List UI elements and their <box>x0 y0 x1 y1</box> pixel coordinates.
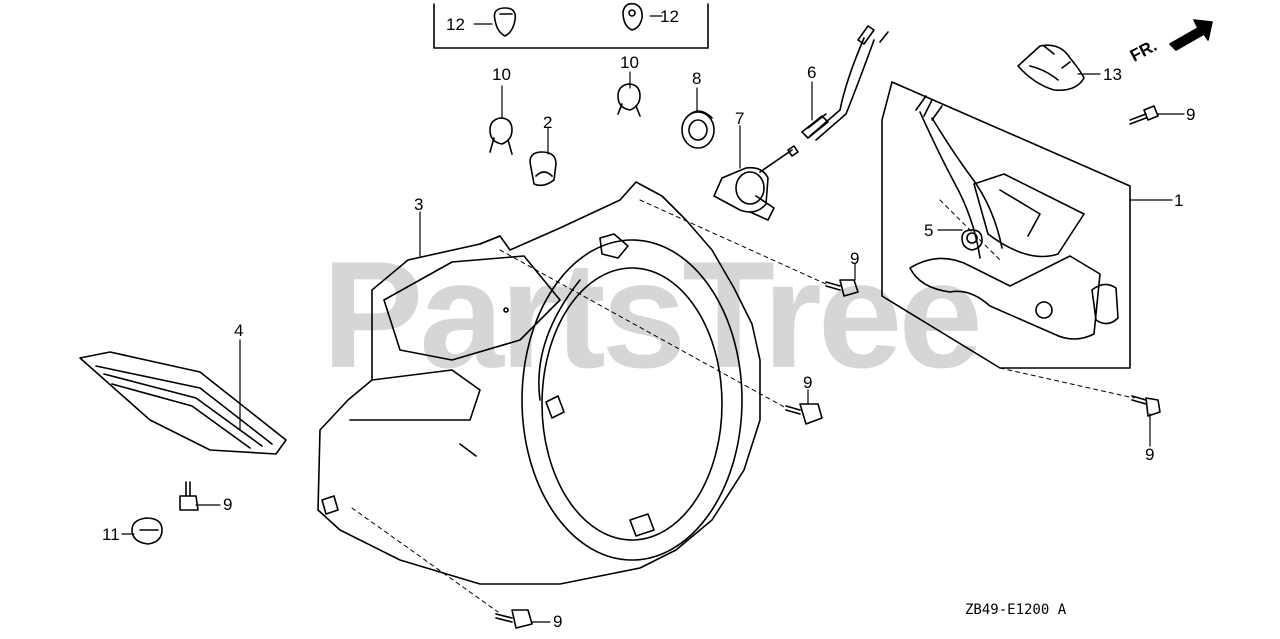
callout-9-shroud-middle: 9 <box>803 373 812 392</box>
callout-10-right: 10 <box>620 53 639 72</box>
callout-9-shroud-top: 9 <box>850 249 859 268</box>
callout-9-bottom: 9 <box>553 612 562 631</box>
callout-3: 3 <box>414 195 423 214</box>
bolt-9-left <box>179 481 199 511</box>
callout-labels: 12 12 10 10 2 8 7 6 13 9 1 3 5 9 4 9 9 9… <box>102 7 1195 631</box>
bolt-9-shroud-top <box>825 279 859 297</box>
grommet-8 <box>681 110 715 149</box>
bolt-9-bottom <box>495 609 533 629</box>
clamp-2 <box>529 151 557 187</box>
callout-1: 1 <box>1174 191 1183 210</box>
callout-7: 7 <box>735 109 744 128</box>
callout-9-top-right: 9 <box>1186 105 1195 124</box>
switch-7 <box>713 145 799 221</box>
bolt-9-top-right <box>1129 105 1159 125</box>
air-guide-4 <box>79 351 287 455</box>
direction-label: FR. <box>1127 36 1160 66</box>
clip-12-left <box>493 7 517 37</box>
callout-10-left: 10 <box>492 65 511 84</box>
callout-12-left: 12 <box>446 15 465 34</box>
callout-5: 5 <box>924 221 933 240</box>
callout-6: 6 <box>807 63 816 82</box>
callout-4: 4 <box>234 321 243 340</box>
clip-10-left <box>489 117 513 155</box>
clip-10-right <box>617 83 641 117</box>
clip-12-right <box>622 2 643 31</box>
callout-8: 8 <box>692 69 701 88</box>
bolt-9-shroud-middle <box>785 403 823 425</box>
bolt-9-right-lower <box>1131 395 1161 417</box>
watermark-text: PartsTree <box>322 230 983 400</box>
callout-2: 2 <box>543 113 552 132</box>
callout-12-right: 12 <box>660 7 679 26</box>
front-direction-arrow <box>1169 19 1213 51</box>
callout-13: 13 <box>1103 65 1122 84</box>
control-assembly-box-1 <box>881 81 1131 369</box>
diagram-code: ZB49-E1200 A <box>965 602 1067 618</box>
wire-harness-6 <box>801 25 889 141</box>
leader-lines <box>121 15 1185 623</box>
callout-9-left: 9 <box>223 495 232 514</box>
fan-shroud-3 <box>317 181 761 585</box>
clip-13 <box>1017 44 1085 92</box>
clamp-11 <box>131 517 163 545</box>
guide-lines <box>351 199 1135 613</box>
assembly-bracket <box>433 3 709 49</box>
callout-11: 11 <box>102 525 120 544</box>
callout-9-right-lower: 9 <box>1145 445 1154 464</box>
clip-5 <box>961 229 983 251</box>
